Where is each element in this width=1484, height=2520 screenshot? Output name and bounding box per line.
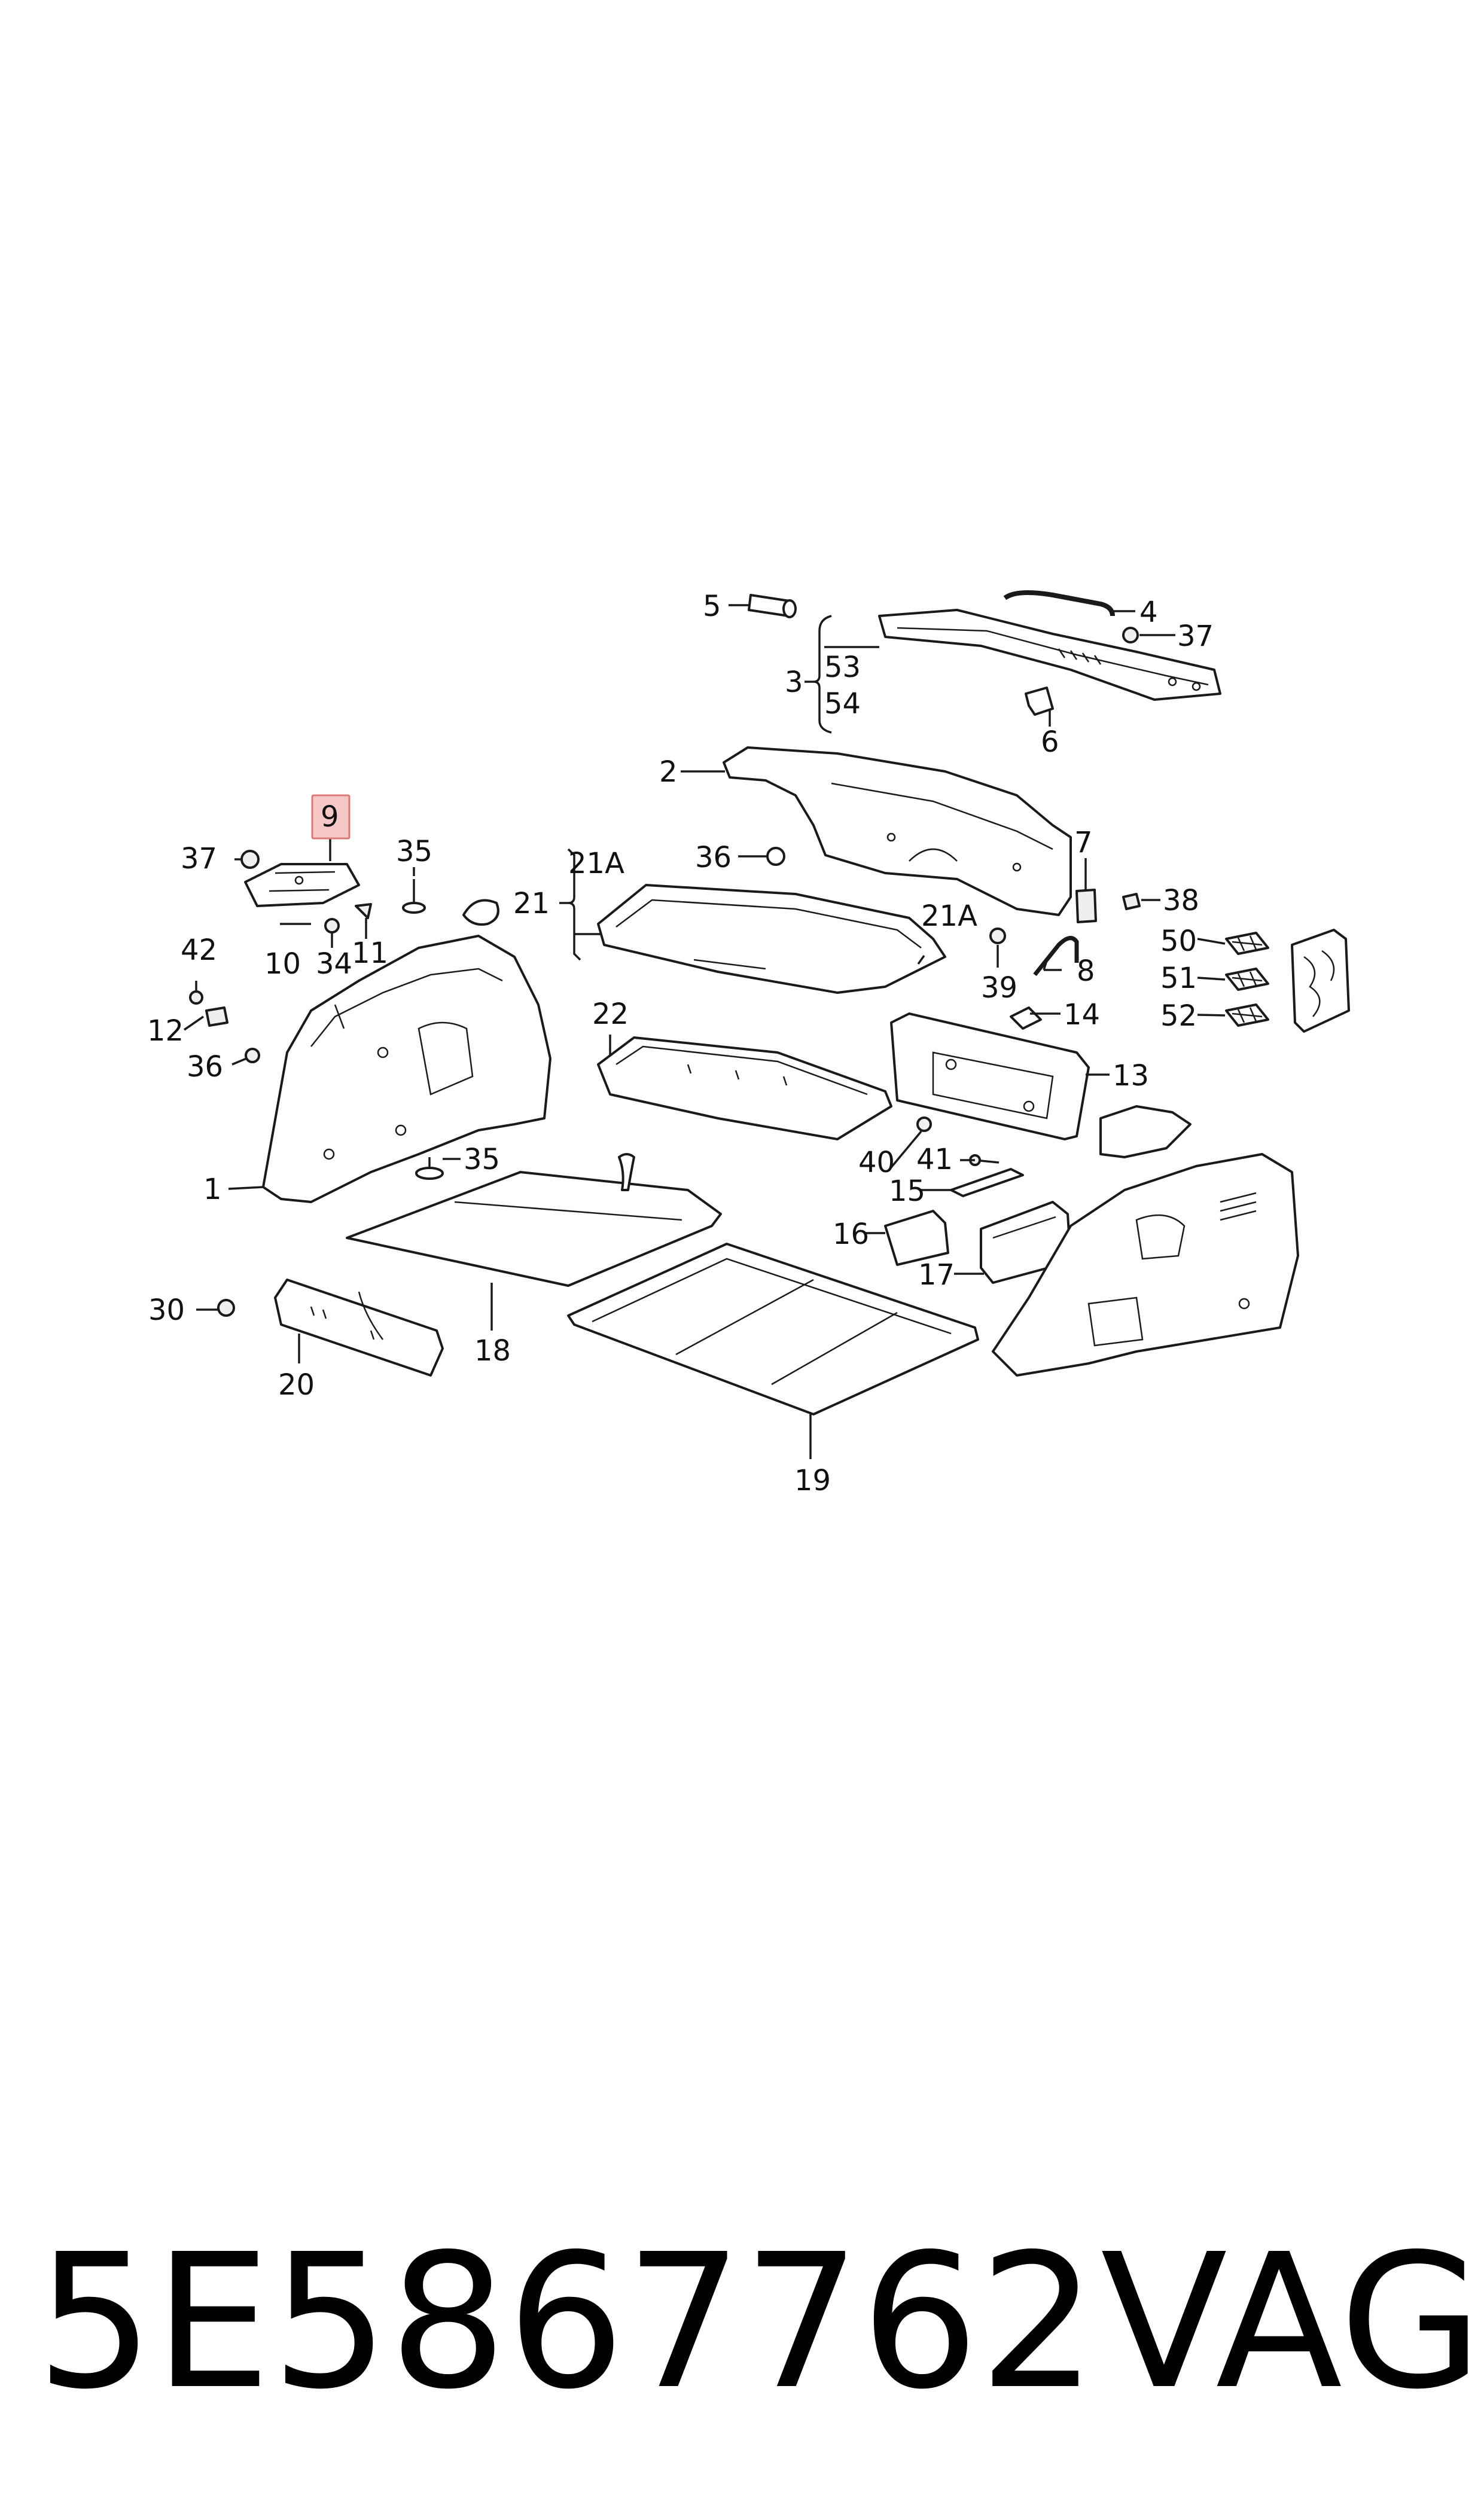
part-35-fastener [402,879,426,914]
part-37-screw [1122,627,1139,643]
part-14-clip [1010,1006,1042,1030]
part-50-net [1225,932,1269,955]
part-11-clip [355,903,372,919]
part-42-clip [189,990,203,1005]
label-42: 42 [181,933,217,967]
label-8: 8 [1077,954,1095,988]
label-31: 35 [464,1143,500,1176]
label-30: 30 [148,1293,185,1327]
part-7-bracket [1075,889,1097,923]
part-right-trim [992,1153,1299,1377]
part-36-clip [766,847,785,866]
label-17: 17 [918,1258,955,1292]
part-19-floor-cover [567,1243,979,1415]
part-15-bracket [950,1168,1024,1197]
part-12-clip [205,1006,228,1027]
part-5-pin [748,594,797,618]
label-39: 39 [981,971,1017,1005]
label-34: 34 [316,947,352,981]
part-bracket-right [1099,1105,1192,1158]
part-1-left-trim [262,935,551,1203]
part-net-panel [1291,929,1350,1033]
part-34-screw [324,918,340,933]
part-22-tray [597,1036,892,1140]
part-8-hook [1033,936,1079,977]
part-9-bracket [244,863,360,907]
part-53-upper-panel [878,609,1221,701]
part-31-clip [415,1157,444,1180]
label-38: 38 [1163,884,1199,917]
label-7: 7 [1074,826,1093,859]
brand-label: VAG [1101,2214,1483,2430]
label-50: 50 [1160,925,1197,958]
label-2: 2 [659,755,678,789]
label-32: 36 [187,1050,223,1084]
part-2-trim-panel [723,746,1072,916]
part-21-shelf [597,884,946,994]
leader-lines [184,604,1226,1459]
label-11: 11 [352,936,388,970]
label-12: 12 [147,1014,184,1048]
part-38-clip [1122,893,1141,910]
label-21A: 21A [568,847,624,880]
part-30-clip [217,1299,235,1317]
label-21: 21 [513,887,550,920]
label-20: 20 [278,1368,315,1402]
label-13: 13 [1113,1059,1149,1093]
part-13-rear-cover [890,1012,1090,1140]
label-15: 15 [889,1174,925,1208]
part-52-net [1225,1003,1269,1027]
part-33-clip [240,850,260,869]
label-51: 51 [1160,962,1197,995]
part-18-floor-mat [346,1153,722,1287]
label-53: 53 [824,651,861,684]
part-20-floor-bracket [274,1279,444,1377]
label-14: 14 [1064,998,1100,1032]
label-36: 36 [695,841,732,874]
label-33: 37 [181,842,217,875]
label-10: 10 [264,947,301,981]
callout-labels: 5 4 37 3 53 54 6 2 7 38 36 35 9 37 21 21… [147,590,1214,1497]
part-51-net [1225,968,1269,991]
label-6: 6 [1041,725,1059,759]
label-3: 3 [785,666,803,699]
part-4-rod [1003,590,1115,617]
highlight-box [311,794,351,840]
part-32-screw [245,1048,260,1063]
label-54: 54 [824,687,861,721]
label-22: 22 [592,997,629,1031]
label-18: 18 [474,1334,511,1368]
label-9: 9 [321,800,339,834]
part-39-screw [989,928,1006,944]
part-40-clip [916,1116,932,1132]
part-6-clip [1025,687,1054,716]
label-21A: 21A [921,899,977,933]
label-16: 16 [833,1218,869,1251]
label-35: 35 [396,835,432,868]
label-4: 4 [1139,596,1158,629]
label-37: 37 [1177,620,1214,653]
part-16-cover [884,1210,949,1266]
label-5: 5 [703,590,721,623]
part-number: 5E5867762 [36,2214,1097,2430]
label-41: 41 [916,1143,953,1176]
part-cap [462,899,499,926]
label-52: 52 [1160,999,1197,1033]
label-40: 40 [858,1146,895,1179]
label-1: 1 [203,1173,222,1206]
label-19: 19 [794,1464,831,1497]
